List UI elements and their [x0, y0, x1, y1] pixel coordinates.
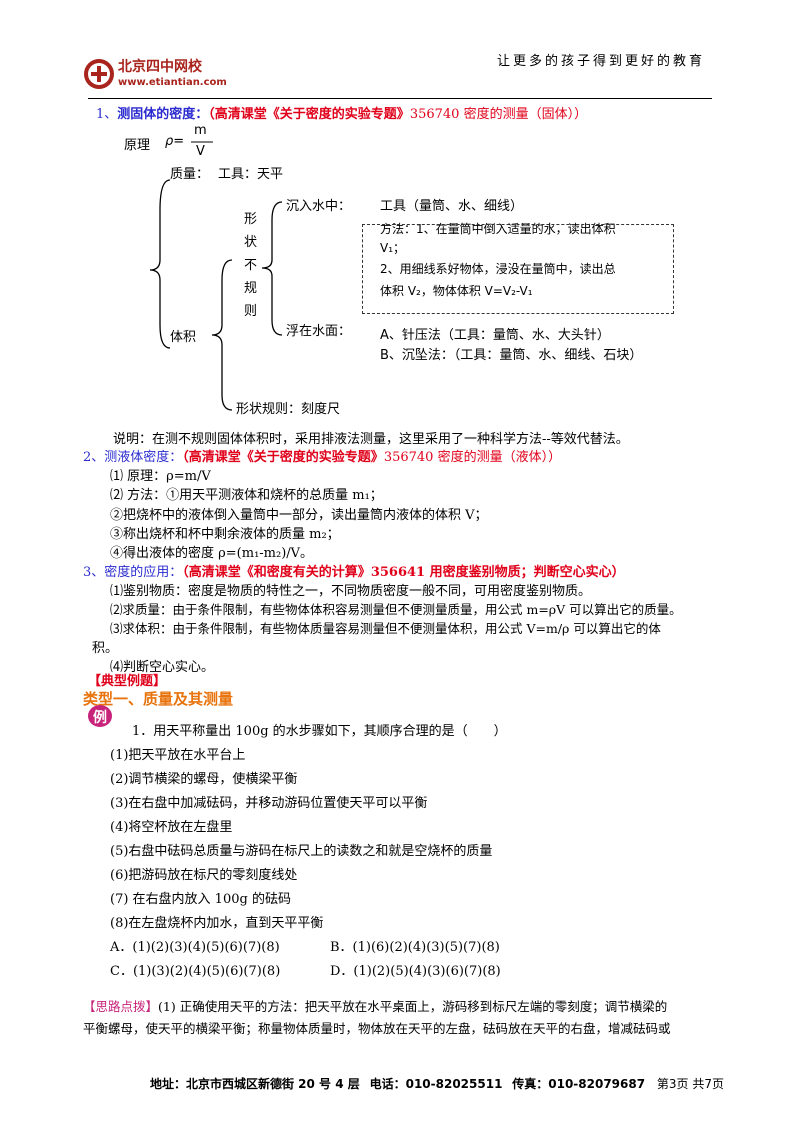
hint-text-1: (1) 正确使用天平的方法：把天平放在水平桌面上，游码移到标尺左端的零刻度；调节…: [158, 999, 668, 1014]
footer-page: 第3页 共7页: [656, 1077, 724, 1091]
page-footer: 地址：北京市西城区新德街 20 号 4 层 电话：010-82025511 传真…: [150, 1075, 724, 1092]
section-2-link[interactable]: （高清课堂《关于密度的实验专题》: [182, 450, 384, 465]
header-divider: [88, 98, 712, 99]
application-4: ⑷判断空心实心。: [110, 660, 215, 675]
diagram-braces: [149, 141, 283, 411]
application-3: ⑶求体积：由于条件限制，有些物体质量容易测量但不便测量体积，用公式 V=m/ρ …: [110, 621, 661, 636]
section-2-title: 测液体密度：: [104, 450, 183, 465]
step-8: (8)在左盘烧杯内加水，直到天平平衡: [110, 916, 324, 931]
footer-address: 地址：北京市西城区新德街 20 号 4 层: [150, 1077, 360, 1091]
application-3-cont: 积。: [92, 641, 119, 656]
mass-label: 质量：: [170, 167, 210, 182]
option-c[interactable]: C．(1)(3)(2)(4)(5)(6)(7)(8): [110, 964, 281, 979]
shape-char: 状: [244, 235, 258, 250]
method-step-2b: 体积 V₂，物体体积 V=V₂-V₁: [380, 284, 533, 298]
formula-numerator: m: [194, 123, 207, 138]
method-step-2: 2、用细线系好物体，浸没在量筒中，读出总: [380, 262, 616, 276]
rho-symbol: ρ=: [165, 134, 185, 149]
section-1-code: 356740 密度的测量（固体））: [409, 107, 588, 122]
method-step-1: 方法：1、在量筒中倒入适量的水，读出体积: [380, 222, 616, 236]
footer-phone: 电话：010-82025511: [369, 1077, 503, 1091]
step-6: (6)把游码放在标尺的零刻度线处: [110, 868, 298, 883]
hint-label: 【思路点拨】: [83, 999, 159, 1014]
shape-char: 形: [244, 212, 258, 227]
mass-tool: 工具：天平: [218, 167, 284, 182]
option-d[interactable]: D．(1)(2)(5)(4)(3)(6)(7)(8): [330, 964, 501, 979]
regular-shape-label: 形状规则：刻度尺: [236, 402, 341, 417]
note-text: 说明：在测不规则固体体积时，采用排液法测量，这里采用了一种科学方法--等效代替法…: [113, 432, 629, 447]
liquid-method-3: ③称出烧杯和杯中剩余液体的质量 m₂；: [110, 527, 340, 542]
step-5: (5)右盘中砝码总质量与游码在标尺上的读数之和就是空烧杯的质量: [110, 844, 493, 859]
section-3-number: 3、: [83, 565, 105, 580]
footer-fax: 传真：010-82079687: [512, 1077, 646, 1091]
header-slogan: 让更多的孩子得到更好的教育: [496, 54, 705, 69]
section-1-title: 测固体的密度：: [117, 107, 209, 122]
section-1-link[interactable]: （高清课堂《关于密度的实验专题》: [208, 107, 410, 122]
section-3-code: 356641 用密度鉴别物质；判断空心实心）: [370, 565, 625, 580]
liquid-method-4: ④得出液体的密度 ρ=(m₁-m₂)/V。: [110, 546, 314, 561]
section-2-number: 2、: [83, 450, 105, 465]
section-3-title: 密度的应用：: [104, 565, 183, 580]
float-label: 浮在水面：: [286, 324, 352, 339]
section-1-number: 1、: [96, 107, 118, 122]
example-badge-label: 例: [93, 710, 107, 726]
float-method-b: B、沉坠法：（工具：量筒、水、细线、石块）: [380, 348, 643, 363]
examples-heading: 【典型例题】: [88, 670, 166, 689]
liquid-principle: ⑴ 原理：ρ=m/V: [110, 469, 211, 484]
sink-label: 沉入水中：: [286, 199, 352, 214]
step-1: (1)把天平放在水平台上: [110, 748, 246, 763]
liquid-method-2: ②把烧杯中的液体倒入量筒中一部分，读出量筒内液体的体积 V；: [110, 508, 488, 523]
section-1-heading: 1、测固体的密度：（高清课堂《关于密度的实验专题》356740 密度的测量（固体…: [96, 103, 587, 122]
method-step-1b: V₁；: [380, 241, 406, 255]
shape-char: 则: [244, 304, 258, 319]
logo-url: www.etiantian.com: [118, 77, 227, 88]
shape-char: 规: [244, 281, 258, 296]
logo-text: 北京四中网校: [118, 59, 202, 75]
shape-irregular-label: 形 状 不 规 则: [244, 208, 260, 323]
step-2: (2)调节横梁的螺母，使横梁平衡: [110, 772, 298, 787]
examples-heading-text: 【典型例题】: [88, 674, 167, 689]
liquid-method-1: ⑵ 方法：①用天平测液体和烧杯的总质量 m₁；: [110, 488, 383, 503]
application-1: ⑴鉴别物质：密度是物质的特性之一，不同物质密度一般不同，可用密度鉴别物质。: [110, 584, 592, 599]
option-b[interactable]: B．(1)(6)(2)(4)(3)(5)(7)(8): [330, 940, 500, 955]
question-1: 1．用天平称量出 100g 的水步骤如下，其顺序合理的是（ ）: [132, 724, 507, 739]
section-2-heading: 2、测液体密度：（高清课堂《关于密度的实验专题》356740 密度的测量（液体）…: [83, 446, 561, 465]
type-1-heading: 类型一、质量及其测量: [83, 690, 234, 708]
step-7: (7) 在右盘内放入 100g 的砝码: [110, 892, 291, 907]
hint-line-2: 平衡螺母，使天平的横梁平衡；称量物体质量时，物体放在天平的左盘，砝码放在天平的右…: [83, 1021, 671, 1036]
option-a[interactable]: A．(1)(2)(3)(4)(5)(6)(7)(8): [110, 940, 280, 955]
sink-tool: 工具（量筒、水、细线）: [380, 199, 524, 214]
solid-density-diagram: 原理 ρ= m V 质量： 工具：天平 形 状 不 规 则 沉入水中： 工具（量…: [0, 120, 800, 430]
formula-denominator: V: [196, 144, 205, 159]
step-3: (3)在右盘中加减砝码，并移动游码位置使天平可以平衡: [110, 796, 428, 811]
volume-label: 体积: [170, 330, 197, 345]
method-box: [362, 224, 674, 314]
shape-char: 不: [244, 258, 258, 273]
section-3-link[interactable]: （高清课堂《和密度有关的计算》: [182, 565, 371, 580]
step-4: (4)将空杯放在左盘里: [110, 820, 233, 835]
hint-line-1: 【思路点拨】(1) 正确使用天平的方法：把天平放在水平桌面上，游码移到标尺左端的…: [83, 996, 667, 1015]
application-2: ⑵求质量：由于条件限制，有些物体体积容易测量但不便测量质量，用公式 m=ρV 可…: [110, 602, 682, 617]
school-logo: [84, 59, 114, 89]
principle-label: 原理: [124, 138, 151, 153]
section-3-heading: 3、密度的应用：（高清课堂《和密度有关的计算》356641 用密度鉴别物质；判断…: [83, 561, 625, 580]
float-method-a: A、针压法（工具：量筒、水、大头针）: [380, 328, 610, 343]
section-2-code: 356740 密度的测量（液体））: [383, 450, 562, 465]
example-badge-icon: [88, 705, 112, 727]
